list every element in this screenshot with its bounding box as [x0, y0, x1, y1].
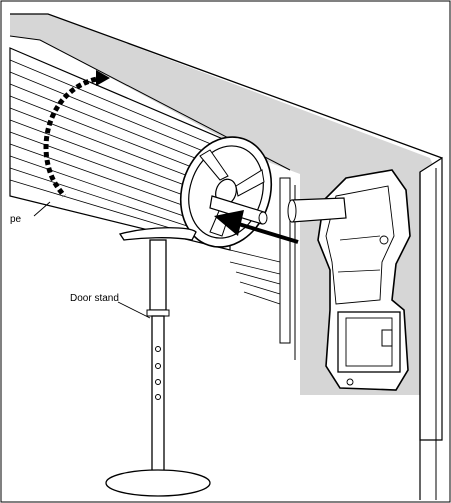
- motor-unit: [287, 169, 411, 391]
- door-curtain: [229, 249, 281, 305]
- door-stand: [105, 227, 211, 497]
- rotation-arrow: [43, 75, 105, 198]
- insert-arrow-head: [214, 210, 244, 236]
- guide-rail: [279, 177, 291, 344]
- insert-arrow: [231, 220, 299, 244]
- door-stand-leader: [117, 301, 151, 319]
- ceiling-surface: [10, 14, 436, 172]
- wall-panel: [419, 156, 443, 441]
- drum-wheel: [179, 136, 273, 248]
- door-stand-label: Door stand: [70, 293, 119, 304]
- pipe-label: pe: [10, 214, 22, 225]
- beam-edge: [10, 13, 443, 159]
- beam-edge: [9, 35, 291, 171]
- pipe-leader: [33, 201, 51, 217]
- rotation-arrow-head: [96, 70, 110, 86]
